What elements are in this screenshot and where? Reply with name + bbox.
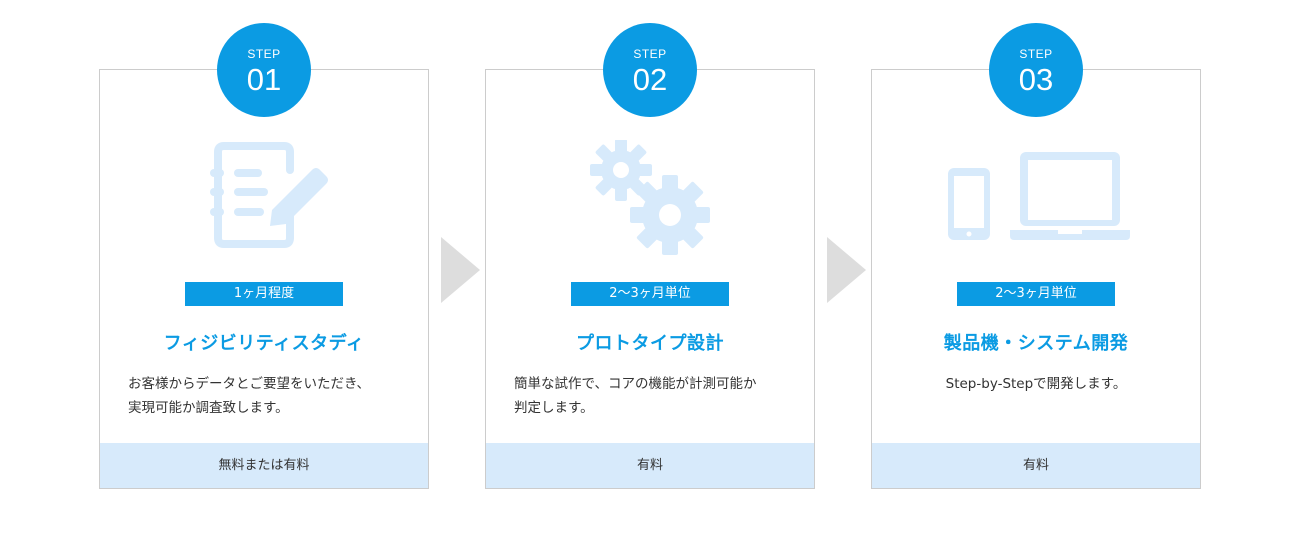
chevron-right-icon: [827, 237, 866, 303]
duration-badge: 1ヶ月程度: [185, 282, 343, 306]
devices-icon: [872, 140, 1200, 255]
step-label: STEP: [247, 47, 281, 61]
gears-icon: [486, 140, 814, 255]
step-description: Step-by-Stepで開発します。: [900, 372, 1172, 396]
step-label: STEP: [633, 47, 667, 61]
step-badge: STEP 02: [603, 23, 697, 117]
step-card-01: STEP 01 1ヶ月程度 フィジビリティスタディ: [99, 23, 429, 489]
step-number: 02: [632, 62, 668, 97]
description-line: Step-by-Stepで開発します。: [945, 376, 1127, 392]
description-line: 判定します。: [514, 400, 594, 416]
document-pencil-icon: [100, 140, 428, 255]
chevron-right-icon: [441, 237, 480, 303]
step-title: 製品機・システム開発: [943, 333, 1129, 354]
step-description: 簡単な試作で、コアの機能が計測可能か 判定します。: [514, 372, 786, 420]
step-card-03: STEP 03 2〜3ヶ月単位: [871, 23, 1201, 489]
step-number: 03: [1018, 62, 1054, 97]
description-line: お客様からデータとご要望をいただき、: [128, 376, 371, 392]
fee-label: 有料: [486, 443, 814, 488]
step-card-02: STEP 02: [485, 23, 815, 489]
fee-label: 有料: [872, 443, 1200, 488]
fee-label: 無料または有料: [100, 443, 428, 488]
step-title: プロトタイプ設計: [576, 333, 724, 354]
description-line: 実現可能か調査致します。: [128, 400, 289, 416]
step-title: フィジビリティスタディ: [163, 333, 365, 354]
duration-badge: 2〜3ヶ月単位: [571, 282, 729, 306]
step-description: お客様からデータとご要望をいただき、 実現可能か調査致します。: [128, 372, 400, 420]
step-badge: STEP 03: [989, 23, 1083, 117]
description-line: 簡単な試作で、コアの機能が計測可能か: [514, 376, 757, 392]
step-badge: STEP 01: [217, 23, 311, 117]
step-label: STEP: [1019, 47, 1053, 61]
step-number: 01: [246, 62, 282, 97]
duration-badge: 2〜3ヶ月単位: [957, 282, 1115, 306]
